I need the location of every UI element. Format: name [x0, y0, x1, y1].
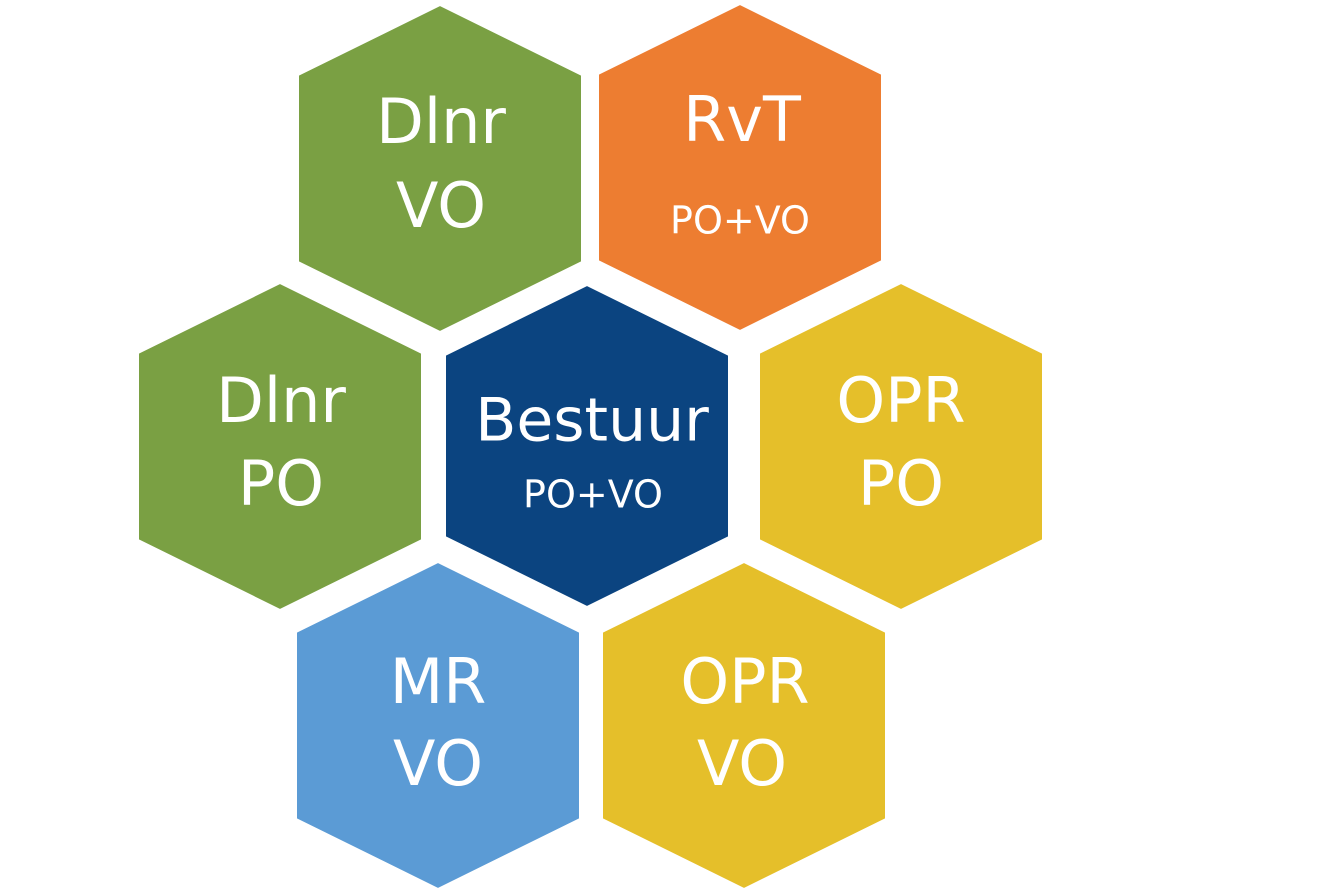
hexagon-rvt: RvT PO+VO [597, 2, 883, 333]
hexagon-bestuur-shape [444, 283, 730, 609]
hexagon-dlnr-po-line1: Dlnr [216, 364, 346, 437]
hexagon-rvt-shape [597, 2, 883, 333]
hexagon-bestuur-line1: Bestuur [475, 386, 709, 456]
hexagon-dlnr-vo-line1: Dlnr [376, 85, 506, 158]
hexagon-opr-po-shape [758, 281, 1044, 612]
hexagon-bestuur-line2: PO+VO [523, 473, 663, 517]
hexagon-dlnr-po: Dlnr PO [137, 281, 423, 612]
hexagon-dlnr-po-shape [137, 281, 423, 612]
hexagon-mr-vo-shape [295, 560, 581, 891]
hexagon-bestuur: Bestuur PO+VO [444, 283, 730, 609]
hexagon-opr-po-line2: PO [858, 447, 944, 520]
hexagon-opr-po: OPR PO [758, 281, 1044, 612]
hexagon-mr-vo: MR VO [295, 560, 581, 891]
hexagon-dlnr-po-line2: PO [238, 447, 324, 520]
hexagon-opr-vo-line2: VO [697, 727, 787, 800]
hexagon-opr-vo-shape [601, 560, 887, 891]
hexagon-opr-vo-line1: OPR [680, 645, 809, 718]
hexagon-dlnr-vo: Dlnr VO [297, 3, 583, 334]
hexagon-opr-po-line1: OPR [836, 364, 965, 437]
hexagon-mr-vo-line2: VO [393, 727, 483, 800]
hexagon-mr-vo-line1: MR [390, 645, 487, 718]
hexagon-dlnr-vo-shape [297, 3, 583, 334]
hexagon-opr-vo: OPR VO [601, 560, 887, 891]
hexagon-rvt-line2: PO+VO [670, 199, 810, 243]
hexagon-dlnr-vo-line2: VO [396, 169, 486, 242]
hexagon-rvt-line1: RvT [683, 83, 802, 156]
